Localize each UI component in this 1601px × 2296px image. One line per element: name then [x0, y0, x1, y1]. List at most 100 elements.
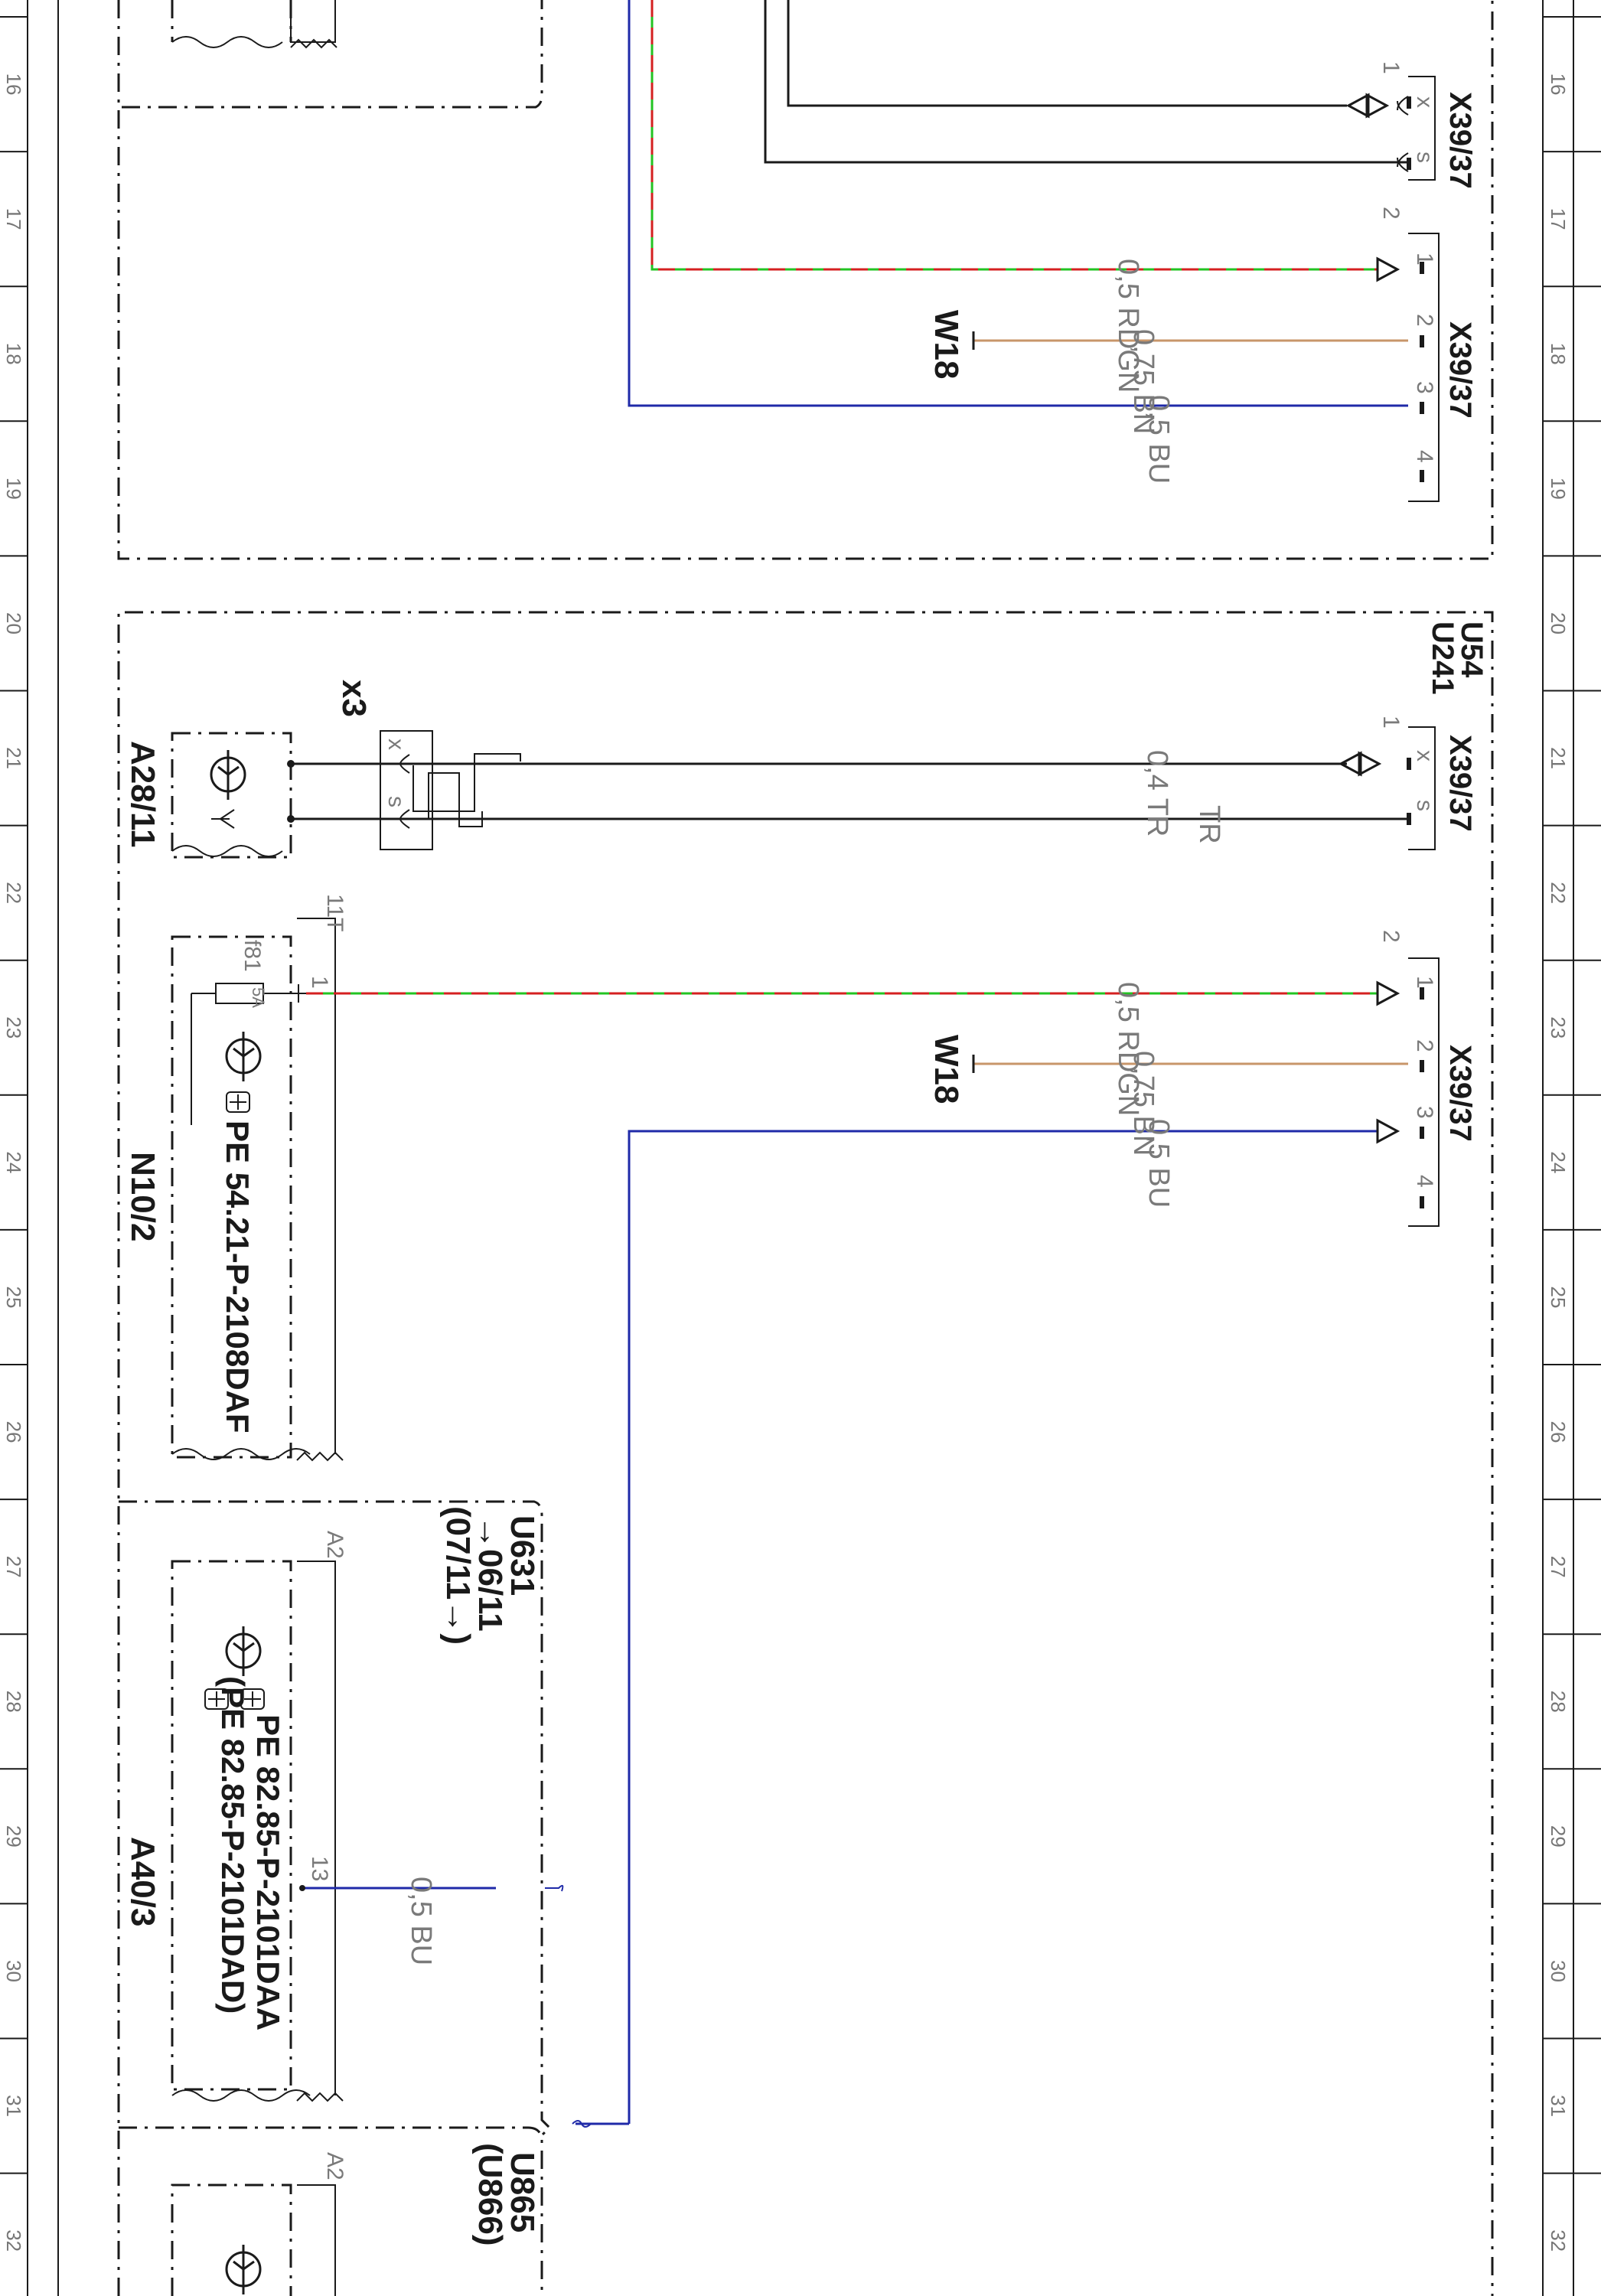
x39-37-top-a-body — [1408, 76, 1436, 181]
x39-37-top-a-label: X39/37 — [1443, 92, 1477, 189]
u241-label: U241 — [1426, 621, 1459, 695]
pin-4-top: 4 — [1412, 450, 1437, 463]
x39-37-bottom-body — [1408, 957, 1440, 1227]
a40-3-device-icon — [225, 1626, 262, 1676]
wire-label-upper-bu: 0,5 BU — [1143, 395, 1175, 484]
zone-label-right: 32 — [1547, 2229, 1570, 2252]
fuse-f81-label: f81 — [240, 940, 265, 972]
arrow-bu-bottom — [1376, 1118, 1400, 1144]
pin-s-mid: s — [1412, 800, 1437, 811]
a40-bu-tilde — [545, 1884, 564, 1892]
zone-label-left: 23 — [2, 1016, 25, 1039]
zone-label-left: 31 — [2, 2095, 25, 2117]
x39-37-mid-label: X39/37 — [1443, 735, 1477, 832]
twist-markers — [412, 753, 521, 827]
zone-label-left: 32 — [2, 2229, 25, 2252]
a40-3-outline — [297, 1561, 336, 2095]
a28-11-device-icon — [210, 750, 246, 829]
u865-outline — [297, 2184, 336, 2296]
pin-2-bottom: 2 — [1412, 1039, 1437, 1052]
wire-label-upper-rdgn: 0,5 RDGN — [1112, 259, 1144, 393]
pin-3-top: 3 — [1412, 381, 1437, 394]
zone-label-left: 18 — [2, 343, 25, 365]
connector-fork-top-s — [1397, 152, 1409, 172]
a40-3-pointer-icon-1 — [240, 1688, 265, 1710]
fuse-f81-leads — [191, 984, 306, 1125]
arrow-rdgn-top — [1376, 256, 1400, 282]
a40-3-pointer-icon-2 — [204, 1688, 229, 1710]
connector-fork-top-x — [1397, 96, 1409, 116]
zone-label-left: 20 — [2, 612, 25, 634]
pin-2-top: 2 — [1412, 314, 1437, 327]
zone-label-right: 28 — [1547, 1691, 1570, 1713]
zone-label-right: 29 — [1547, 1825, 1570, 1848]
zone-label-left: 19 — [2, 478, 25, 500]
wire-label-tr-main: 0,4 TR — [1141, 750, 1173, 837]
zone-label-right: 19 — [1547, 478, 1570, 500]
x3-connector-body — [380, 730, 433, 850]
wire-top-rdgn-stripe — [651, 0, 1378, 271]
zone-label-left: 25 — [2, 1286, 25, 1308]
zone-label-right: 27 — [1547, 1556, 1570, 1578]
pin-n1-top: 1 — [1378, 61, 1404, 74]
zone-label-right: 24 — [1547, 1151, 1570, 1173]
pin-13-label: 13 — [307, 1856, 332, 1881]
a28-11-label: A28/11 — [124, 741, 161, 847]
zone-ruler-right — [1542, 0, 1574, 2296]
n10-2-device-icon — [225, 1032, 262, 1081]
pin-11t-label: 11T — [322, 894, 347, 931]
pin-s-top: s — [1412, 152, 1437, 163]
zone-label-right: 25 — [1547, 1286, 1570, 1308]
top-box-outline — [290, 0, 336, 43]
u631-label: U631 — [504, 1515, 541, 1596]
wire-label-lower-rdgn: 0,5 RDGN — [1112, 982, 1144, 1116]
u865-device-icon — [225, 2245, 262, 2294]
zone-label-right: 31 — [1547, 2095, 1570, 2117]
pin-n2-top: 2 — [1378, 207, 1404, 220]
zone-label-right: 22 — [1547, 882, 1570, 904]
zone-label-right: 16 — [1547, 73, 1570, 96]
wire-label-lower-bu: 0,5 BU — [1143, 1119, 1175, 1208]
zone-label-left: 29 — [2, 1825, 25, 1848]
u865-component-box — [171, 2183, 292, 2296]
pin-n2-bottom: 2 — [1378, 930, 1404, 943]
u631-line2: (07/11→) — [439, 1506, 477, 1645]
zone-label-right: 30 — [1547, 1960, 1570, 1982]
u865-label: U865 — [504, 2152, 541, 2232]
n10-2-outline — [297, 918, 336, 1454]
arrow-rdgn-bottom — [1376, 980, 1400, 1006]
zone-label-left: 22 — [2, 882, 25, 904]
wire-top-black-2 — [764, 0, 1408, 164]
pin-a2-bottom-label: A2 — [322, 2152, 347, 2180]
pin-1-top: 1 — [1412, 253, 1437, 266]
n10-2-label: N10/2 — [124, 1152, 161, 1241]
pin-n1-mid: 1 — [1378, 716, 1404, 729]
top-section-frame — [117, 0, 1494, 560]
x39-37-bottom-label: X39/37 — [1443, 1045, 1477, 1142]
top-box-wave — [171, 36, 337, 49]
pin-1-bottom: 1 — [1412, 976, 1437, 989]
x39-37-top-b-label: X39/37 — [1443, 321, 1477, 419]
n10-2-pe-ref: PE 54.21-P-2108DAF — [220, 1120, 256, 1433]
x3-fork-s — [399, 809, 410, 829]
u865-frame — [119, 2126, 543, 2296]
coupler-symbol-top — [1345, 93, 1390, 119]
zone-label-left: 21 — [2, 747, 25, 769]
pin-1-n10: 1 — [307, 976, 332, 989]
bottom-bu-tilde — [572, 2120, 592, 2128]
wire-label-tr-second: TR — [1193, 805, 1225, 844]
zone-label-right: 21 — [1547, 747, 1570, 769]
a40-3-pe-ref-a: PE 82.85-P-2101DAA — [250, 1714, 286, 2030]
zone-label-left: 17 — [2, 208, 25, 230]
u866-label: (U866) — [471, 2143, 509, 2246]
zone-label-right: 17 — [1547, 208, 1570, 230]
zone-ruler-left — [27, 0, 59, 2296]
x3-pin-x: x — [383, 739, 409, 750]
zone-label-right: 18 — [1547, 343, 1570, 365]
zone-label-left: 24 — [2, 1151, 25, 1173]
wire-label-lower-bn: 0,75 BN — [1127, 1051, 1159, 1156]
u631-line1: →06/11 — [471, 1515, 509, 1632]
pin-a2-top-label: A2 — [322, 1531, 347, 1559]
wire-top-blue — [628, 0, 1408, 407]
